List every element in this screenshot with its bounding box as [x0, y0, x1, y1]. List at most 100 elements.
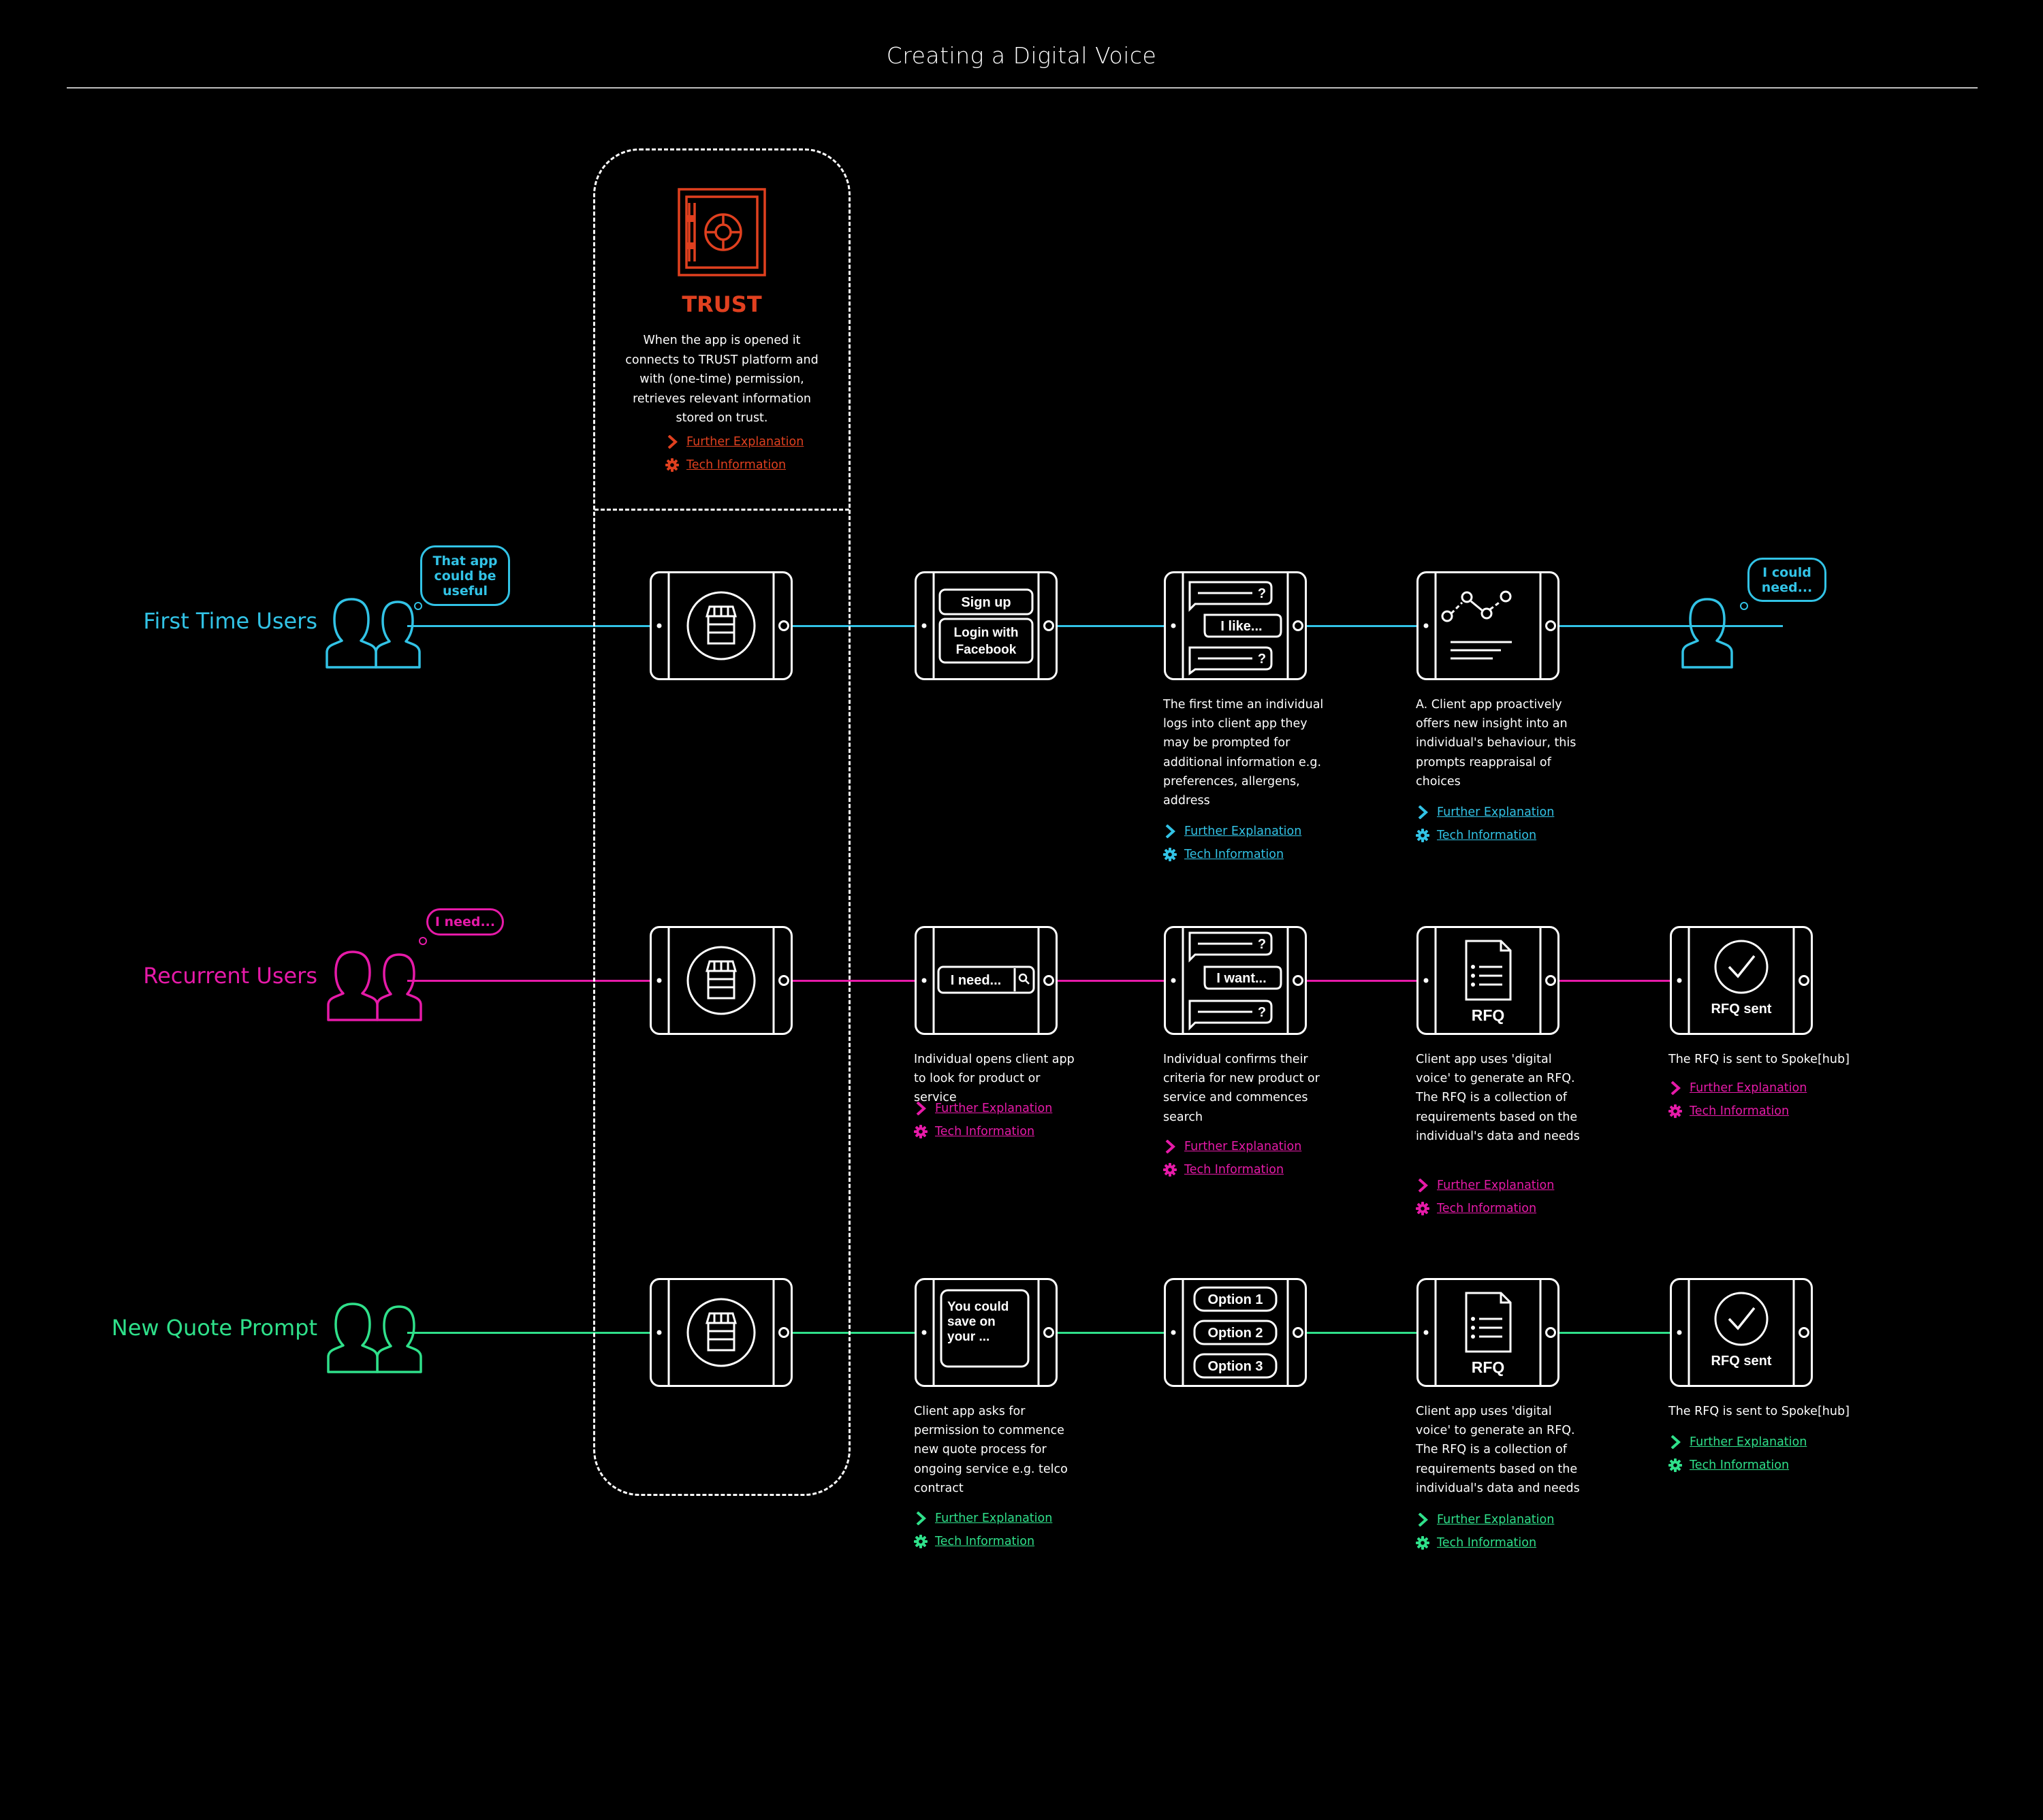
signup-button[interactable] [938, 588, 1034, 616]
link-label: Tech Information [935, 1535, 1035, 1548]
tech-information-link[interactable]: Tech Information [914, 1535, 1034, 1548]
further-explanation-link[interactable]: Further Explanation [914, 1512, 1052, 1525]
device-preferences-chat[interactable]: ? I like... ? [1164, 571, 1307, 680]
gear-icon [914, 1535, 928, 1548]
gear-icon [1668, 1104, 1682, 1118]
device-criteria-chat[interactable]: ? I want... ? [1164, 926, 1307, 1035]
gear-icon [1416, 829, 1429, 842]
device-store-app[interactable] [650, 1278, 793, 1387]
rfq-sent-label: RFQ sent [1711, 1354, 1772, 1369]
option-2-button[interactable] [1193, 1320, 1278, 1345]
device-rfq-sent[interactable]: RFQ sent [1670, 1278, 1813, 1387]
gear-icon [1668, 1458, 1682, 1472]
i-want-text: I want... [1216, 971, 1266, 986]
chevron-right-icon [1163, 1140, 1177, 1153]
device-rfq-sent[interactable]: RFQ sent [1670, 926, 1813, 1035]
trust-title: TRUST [682, 291, 762, 317]
device-rfq-document[interactable]: RFQ [1416, 1278, 1559, 1387]
trust-column [593, 148, 851, 1496]
chevron-right-icon [914, 1512, 928, 1525]
user-icon [1658, 591, 1754, 673]
option-3-button[interactable] [1193, 1353, 1278, 1379]
link-label: Tech Information [1690, 1458, 1790, 1472]
further-explanation-link[interactable]: Further Explanation [1416, 1179, 1554, 1192]
step-description: Individual opens client app to look for … [914, 1053, 1075, 1105]
gear-icon [914, 1125, 928, 1138]
trust-tech-link[interactable]: Tech Information [665, 458, 786, 472]
search-text: I need... [951, 973, 1001, 988]
tech-information-link[interactable]: Tech Information [1163, 1163, 1284, 1177]
further-explanation-link[interactable]: Further Explanation [914, 1102, 1052, 1115]
chevron-right-icon [1416, 805, 1429, 819]
chevron-right-icon [1416, 1513, 1429, 1527]
row-label-recurrent-users: Recurrent Users [143, 963, 317, 989]
row-label-new-quote-prompt: New Quote Prompt [111, 1315, 317, 1341]
tech-information-link[interactable]: Tech Information [914, 1125, 1034, 1138]
question-mark: ? [1258, 586, 1266, 601]
further-explanation-link[interactable]: Further Explanation [1163, 1140, 1301, 1153]
gear-icon [1163, 848, 1177, 861]
row-label-first-time-users: First Time Users [143, 608, 317, 634]
link-label: Further Explanation [1437, 1179, 1555, 1192]
device-store-app[interactable] [650, 571, 793, 680]
tech-information-link[interactable]: Tech Information [1416, 829, 1536, 842]
device-save-prompt[interactable]: You could save on your ... [915, 1278, 1058, 1387]
further-explanation-link[interactable]: Further Explanation [1163, 825, 1301, 838]
further-explanation-link[interactable]: Further Explanation [1668, 1435, 1807, 1449]
device-search[interactable]: I need... [915, 926, 1058, 1035]
thought-dot [419, 937, 427, 945]
step-description: A. Client app proactively offers new ins… [1416, 698, 1577, 788]
device-insight-graph[interactable] [1416, 571, 1559, 680]
thought-dot [1740, 602, 1748, 610]
option-2-label: Option 2 [1207, 1326, 1263, 1341]
rfq-label: RFQ [1472, 1006, 1505, 1024]
prompt-line-3: your ... [947, 1330, 989, 1344]
tech-information-link[interactable]: Tech Information [1163, 848, 1284, 861]
device-options[interactable]: Option 1 Option 2 Option 3 [1164, 1278, 1307, 1387]
trust-further-link[interactable]: Further Explanation [665, 435, 804, 449]
step-description: The first time an individual logs into c… [1163, 698, 1324, 808]
thought-bubble-i-need: I need... [426, 908, 504, 936]
link-label: Tech Information [1690, 1104, 1790, 1118]
device-signup[interactable]: Sign up Login with Facebook [915, 571, 1058, 680]
tech-information-link[interactable]: Tech Information [1668, 1104, 1789, 1118]
chevron-right-icon [914, 1102, 928, 1115]
signup-label: Sign up [961, 595, 1011, 610]
thought-dot [414, 602, 422, 610]
further-explanation-link[interactable]: Further Explanation [1416, 805, 1554, 819]
option-3-label: Option 3 [1207, 1359, 1263, 1374]
facebook-login-button[interactable] [938, 618, 1034, 664]
link-label: Tech Information [686, 458, 787, 472]
device-store-app[interactable] [650, 926, 793, 1035]
link-label: Further Explanation [686, 435, 804, 449]
thought-bubble-i-could: I could need... [1747, 558, 1826, 602]
link-label: Further Explanation [1437, 805, 1555, 819]
users-icon [327, 944, 422, 1025]
tech-information-link[interactable]: Tech Information [1416, 1536, 1536, 1550]
step-description: Client app uses 'digital voice' to gener… [1416, 1405, 1580, 1495]
chevron-right-icon [665, 435, 679, 449]
page-title: Creating a Digital Voice [886, 42, 1157, 69]
tech-information-link[interactable]: Tech Information [1416, 1202, 1536, 1215]
step-description: Individual confirms their criteria for n… [1163, 1053, 1320, 1124]
further-explanation-link[interactable]: Further Explanation [1416, 1513, 1554, 1527]
prompt-line-1: You could [947, 1300, 1009, 1314]
search-input[interactable] [937, 965, 1035, 994]
safe-icon [678, 188, 766, 276]
link-label: Further Explanation [1184, 1140, 1302, 1153]
question-mark: ? [1258, 1005, 1266, 1020]
option-1-button[interactable] [1193, 1286, 1278, 1312]
link-label: Tech Information [1437, 1536, 1537, 1550]
further-explanation-link[interactable]: Further Explanation [1668, 1081, 1807, 1095]
users-icon [326, 591, 421, 673]
login-label-1: Login with [954, 626, 1019, 640]
step-description: Client app asks for permission to commen… [914, 1405, 1068, 1495]
search-icon [1018, 973, 1030, 985]
device-rfq-document[interactable]: RFQ [1416, 926, 1559, 1035]
link-label: Further Explanation [1184, 825, 1302, 838]
tech-information-link[interactable]: Tech Information [1668, 1458, 1789, 1472]
login-label-2: Facebook [956, 643, 1017, 657]
thought-bubble-that-app: That app could be useful [420, 545, 510, 606]
gear-icon [1416, 1536, 1429, 1550]
step-description: Client app uses 'digital voice' to gener… [1416, 1053, 1580, 1143]
